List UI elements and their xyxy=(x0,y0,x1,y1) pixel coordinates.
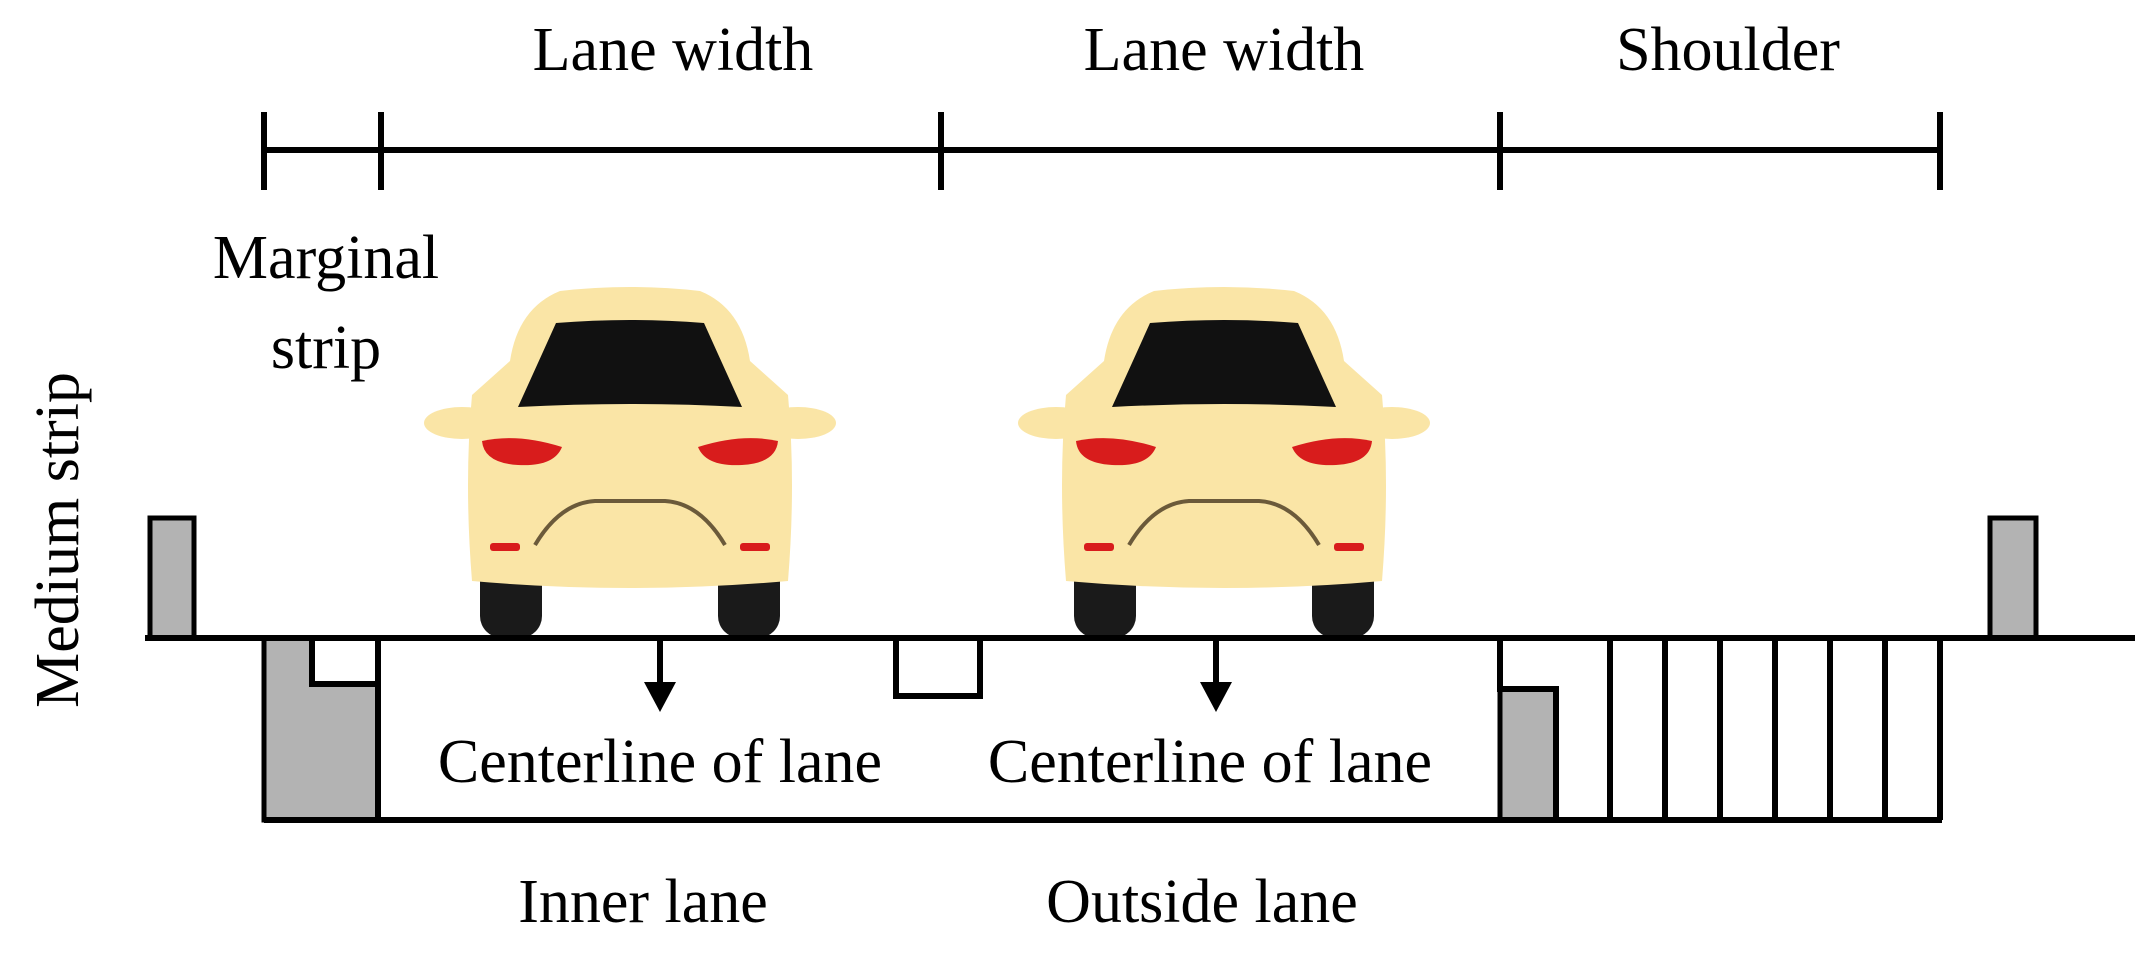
medium-strip-label: Medium strip xyxy=(24,372,92,708)
down-arrow-icon xyxy=(644,640,676,712)
inner-lane-label: Inner lane xyxy=(518,868,768,936)
down-arrow-icon xyxy=(1200,640,1232,712)
marginal-strip-label-line2: strip xyxy=(271,314,381,382)
car-rear-icon-inner xyxy=(422,285,838,640)
left-curb xyxy=(147,515,197,641)
dimension-line xyxy=(261,112,1943,190)
outside-lane-label: Outside lane xyxy=(1046,868,1358,936)
car-rear-icon-outside xyxy=(1016,285,1432,640)
lane-width-label-2: Lane width xyxy=(1084,16,1365,84)
pavement-cross-section xyxy=(261,635,1943,823)
centerline-label-2: Centerline of lane xyxy=(988,728,1432,796)
marginal-strip-label-line1: Marginal xyxy=(213,224,439,292)
lane-width-label-1: Lane width xyxy=(533,16,814,84)
right-curb xyxy=(1987,515,2039,641)
shoulder-label: Shoulder xyxy=(1616,16,1840,84)
centerline-label-1: Centerline of lane xyxy=(438,728,882,796)
